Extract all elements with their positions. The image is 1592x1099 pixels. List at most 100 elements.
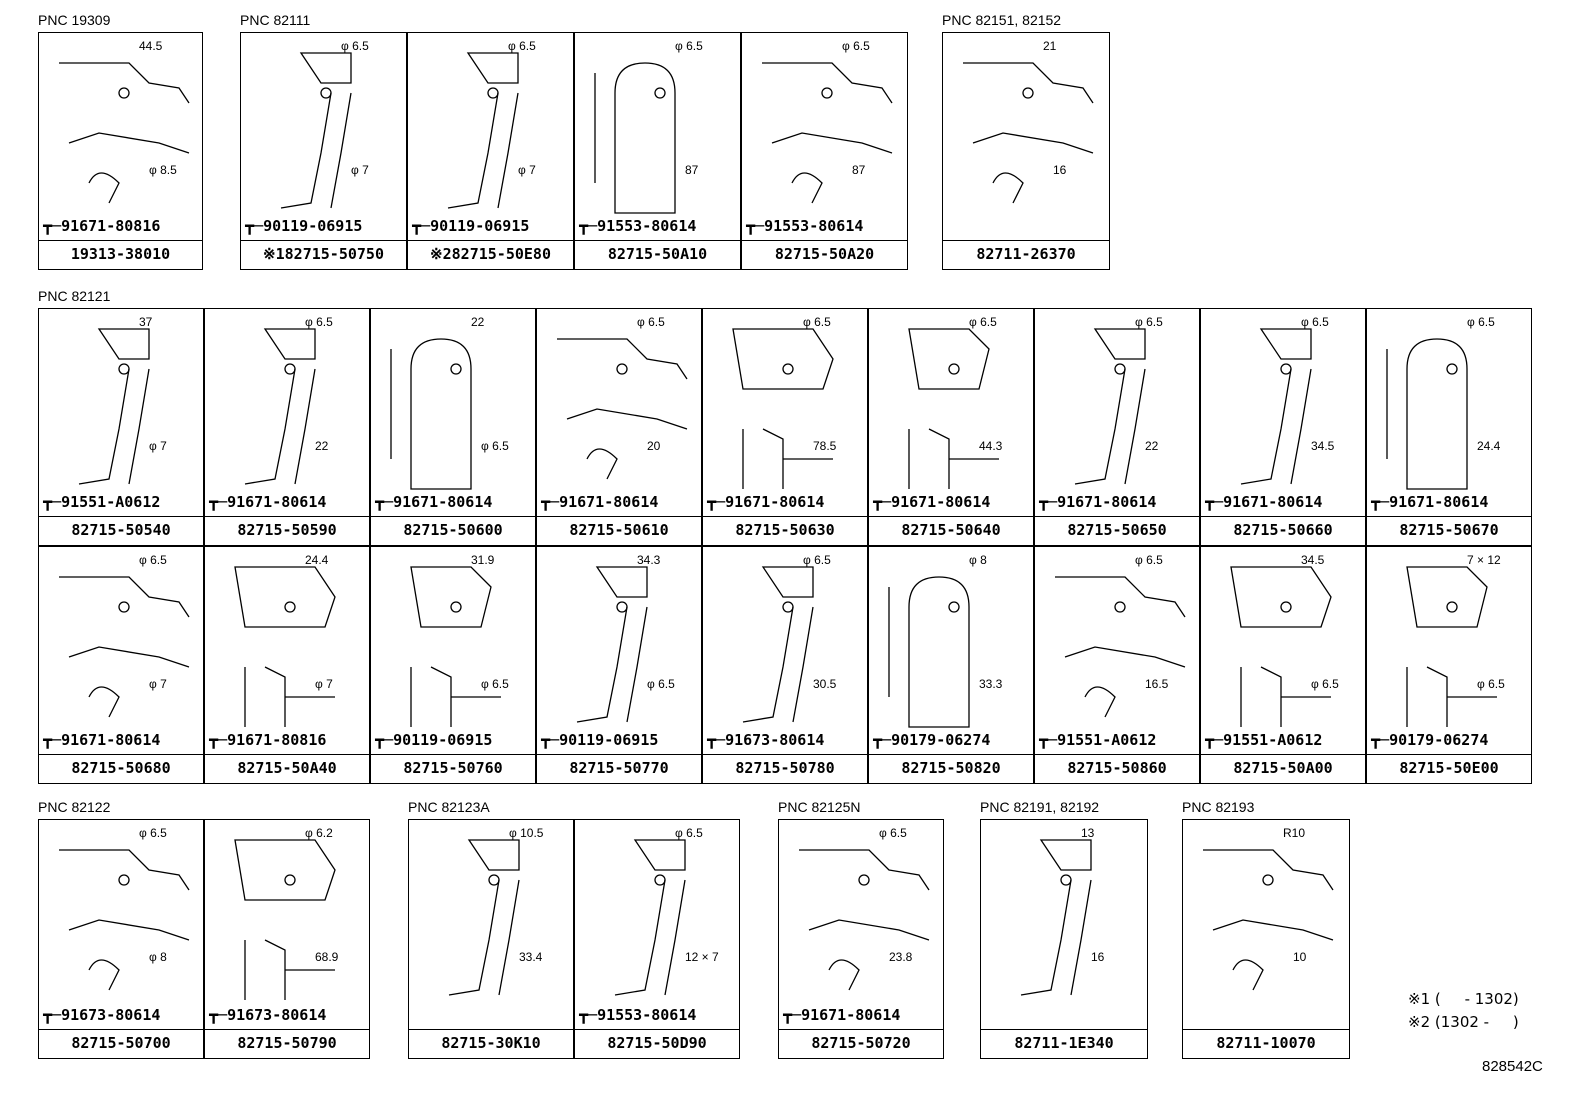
dimension-label: φ 6.5	[842, 39, 870, 53]
dimension-label: φ 6.5	[341, 39, 369, 53]
part-number[interactable]: 82715-50600	[371, 516, 535, 545]
dimension-label: 22	[471, 315, 485, 329]
pnc-82125n-label: PNC 82125N	[778, 799, 861, 815]
dimension-label: φ 8.5	[149, 163, 177, 177]
bolt-part-number: ┳─91671-80614	[1205, 493, 1322, 511]
bracket-drawing	[576, 566, 648, 723]
part-number[interactable]: 82715-50630	[703, 516, 867, 545]
part-number[interactable]: 82715-50590	[205, 516, 369, 545]
bolt-number: 90119-06915	[263, 217, 363, 235]
bolt-part-number: ┳─90179-06274	[873, 731, 990, 749]
part-number[interactable]: 82715-50640	[869, 516, 1033, 545]
dimension-label: φ 6.5	[481, 439, 509, 453]
part-number[interactable]: 82715-50780	[703, 754, 867, 783]
bracket-drawing	[557, 338, 688, 480]
bolt-part-number: ┳─91551-A0612	[43, 493, 160, 511]
bolt-icon: ┳─	[209, 731, 228, 749]
bolt-icon: ┳─	[412, 217, 431, 235]
bolt-number: 91671-80614	[1223, 493, 1323, 511]
bolt-number: 91673-80614	[61, 1006, 161, 1024]
part-number[interactable]: 82715-50A20	[742, 240, 907, 269]
part-number[interactable]: ※182715-50750	[241, 240, 406, 269]
part-number[interactable]: 82715-50770	[537, 754, 701, 783]
note-1: ※1 ( - 1302)	[1408, 990, 1519, 1008]
part-number[interactable]: 82715-50A10	[575, 240, 740, 269]
bolt-number: 91553-80614	[597, 217, 697, 235]
part-number[interactable]: 82715-50D90	[575, 1029, 739, 1058]
bolt-icon: ┳─	[746, 217, 765, 235]
part-number[interactable]: 82715-50820	[869, 754, 1033, 783]
bolt-number: 91551-A0612	[1223, 731, 1323, 749]
part-number[interactable]: 82711-10070	[1183, 1029, 1349, 1058]
dimension-label: 78.5	[813, 439, 837, 453]
dimension-label: 13	[1081, 826, 1095, 840]
part-number[interactable]: 82715-50660	[1201, 516, 1365, 545]
bolt-icon: ┳─	[375, 493, 394, 511]
dimension-label: φ 6.5	[1135, 315, 1163, 329]
part-number[interactable]: 82715-50720	[779, 1029, 943, 1058]
dimension-label: φ 7	[351, 163, 369, 177]
bolt-icon: ┳─	[1039, 731, 1058, 749]
bracket-drawing	[59, 849, 190, 991]
bolt-icon: ┳─	[43, 1006, 62, 1024]
dimension-label: 87	[852, 163, 866, 177]
bolt-icon: ┳─	[43, 493, 62, 511]
part-number[interactable]: 82715-50E00	[1367, 754, 1531, 783]
part-number[interactable]: 82715-50670	[1367, 516, 1531, 545]
bolt-icon: ┳─	[1039, 493, 1058, 511]
bolt-number: 91671-80614	[1389, 493, 1489, 511]
part-number[interactable]: 19313-38010	[39, 240, 202, 269]
dimension-label: φ 6.5	[803, 553, 831, 567]
dimension-label: φ 6.5	[969, 315, 997, 329]
bolt-number: 91671-80816	[61, 217, 161, 235]
figure-code: 828542C	[1482, 1058, 1543, 1075]
part-number[interactable]: 82715-50A40	[205, 754, 369, 783]
dimension-label: φ 6.5	[508, 39, 536, 53]
dimension-label: 12 × 7	[685, 950, 719, 964]
part-number[interactable]: 82715-50700	[39, 1029, 203, 1058]
bolt-part-number: ┳─91671-80614	[1371, 493, 1488, 511]
part-number[interactable]: 82715-50650	[1035, 516, 1199, 545]
bracket-drawing	[908, 328, 999, 489]
bracket-drawing	[78, 328, 150, 485]
dimension-label: 21	[1043, 39, 1057, 53]
bracket-drawing	[1230, 566, 1332, 727]
part-number[interactable]: 82711-1E340	[981, 1029, 1147, 1058]
part-number[interactable]: 82715-50680	[39, 754, 203, 783]
bracket-drawing	[59, 576, 190, 718]
bolt-part-number: ┳─91671-80614	[43, 731, 160, 749]
dimension-label: 7 × 12	[1467, 553, 1501, 567]
part-number[interactable]: 82715-50A00	[1201, 754, 1365, 783]
part-number[interactable]: 82711-26370	[943, 240, 1109, 269]
part-number[interactable]: 82715-50860	[1035, 754, 1199, 783]
pnc-82111-label: PNC 82111	[240, 12, 311, 28]
dimension-label: 44.3	[979, 439, 1003, 453]
part-number[interactable]: 82715-50790	[205, 1029, 369, 1058]
bolt-part-number: ┳─91671-80614	[541, 493, 658, 511]
bolt-number: 90119-06915	[393, 731, 493, 749]
pnc-82191-label: PNC 82191, 82192	[980, 799, 1100, 815]
bolt-icon: ┳─	[245, 217, 264, 235]
bolt-part-number: ┳─91553-80614	[579, 217, 696, 235]
part-number[interactable]: 82715-50760	[371, 754, 535, 783]
bolt-part-number: ┳─91551-A0612	[1039, 731, 1156, 749]
bracket-drawing	[762, 62, 893, 204]
bolt-part-number: ┳─91673-80614	[707, 731, 824, 749]
part-number[interactable]: 82715-50540	[39, 516, 203, 545]
bolt-part-number: ┳─91671-80614	[1039, 493, 1156, 511]
note-2: ※2 (1302 - )	[1408, 1013, 1519, 1031]
part-number[interactable]: ※282715-50E80	[408, 240, 573, 269]
dimension-label: φ 6.5	[879, 826, 907, 840]
part-number[interactable]: 82715-50610	[537, 516, 701, 545]
bolt-icon: ┳─	[579, 217, 598, 235]
dimension-label: φ 6.5	[1311, 677, 1339, 691]
dimension-label: 30.5	[813, 677, 837, 691]
part-number[interactable]: 82715-30K10	[409, 1029, 573, 1058]
dimension-label: 23.8	[889, 950, 913, 964]
